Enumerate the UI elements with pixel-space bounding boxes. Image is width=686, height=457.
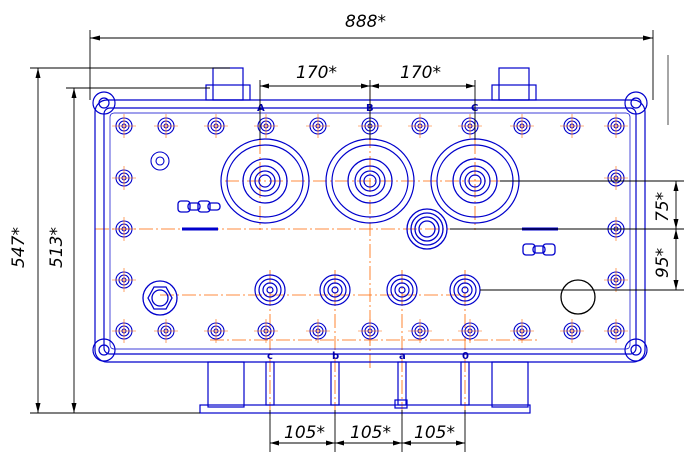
hv-bushing-a bbox=[220, 138, 310, 224]
bolt bbox=[604, 268, 628, 292]
lv-terminal-marks: c b a 0 bbox=[267, 351, 469, 362]
bolt bbox=[112, 268, 136, 292]
bolt bbox=[204, 114, 228, 138]
bolt bbox=[254, 319, 278, 343]
bolt bbox=[358, 319, 382, 343]
dim-lv-pitch-3: 105* bbox=[414, 423, 455, 443]
dimension-lines bbox=[30, 30, 684, 452]
drain-plug bbox=[142, 280, 178, 316]
bolt bbox=[510, 114, 534, 138]
bolt bbox=[306, 319, 330, 343]
bolt bbox=[604, 166, 628, 190]
bolt bbox=[204, 319, 228, 343]
dim-neutral-to-lv: 95* bbox=[653, 248, 673, 278]
bolt bbox=[254, 114, 278, 138]
bolt bbox=[560, 114, 584, 138]
top-bosses bbox=[205, 67, 537, 101]
lv-mark-b: b bbox=[332, 351, 339, 362]
cover-bolts bbox=[112, 114, 628, 343]
bolt bbox=[112, 114, 136, 138]
dim-hv-to-neutral: 75* bbox=[653, 192, 673, 222]
lifting-lugs bbox=[92, 91, 648, 362]
bolt bbox=[458, 114, 482, 138]
bolt bbox=[408, 114, 432, 138]
hv-mark-a: A bbox=[257, 103, 265, 114]
bolt bbox=[604, 114, 628, 138]
small-plug bbox=[150, 151, 170, 171]
dim-lv-pitch-2: 105* bbox=[350, 423, 391, 443]
dim-lv-pitch-1: 105* bbox=[284, 423, 325, 443]
chain-symbol-left bbox=[177, 200, 221, 231]
bolt bbox=[510, 319, 534, 343]
neutral-bushing bbox=[406, 208, 448, 250]
dimension-texts: 888* 170* 170* 547* 513* 75* 95* 105* 10… bbox=[9, 12, 673, 443]
bolt bbox=[112, 217, 136, 241]
bolt bbox=[306, 114, 330, 138]
bolt bbox=[112, 166, 136, 190]
bolt bbox=[458, 319, 482, 343]
bolt bbox=[408, 319, 432, 343]
oil-filler bbox=[560, 279, 596, 315]
bolt bbox=[604, 319, 628, 343]
dim-overall-width: 888* bbox=[345, 12, 386, 32]
chain-symbol-right bbox=[522, 227, 558, 256]
dim-hv-pitch-right: 170* bbox=[400, 63, 441, 83]
bolt bbox=[154, 114, 178, 138]
lv-bushings bbox=[254, 274, 481, 306]
bolt bbox=[560, 319, 584, 343]
lv-mark-c: c bbox=[267, 351, 273, 362]
bolt bbox=[154, 319, 178, 343]
dim-hv-pitch-left: 170* bbox=[296, 63, 337, 83]
lv-mark-a: a bbox=[399, 351, 406, 362]
dim-frame-height: 513* bbox=[47, 227, 67, 268]
dim-overall-height: 547* bbox=[9, 227, 29, 268]
bottom-bosses bbox=[199, 361, 531, 414]
lv-mark-0: 0 bbox=[462, 351, 469, 362]
bolt bbox=[112, 319, 136, 343]
